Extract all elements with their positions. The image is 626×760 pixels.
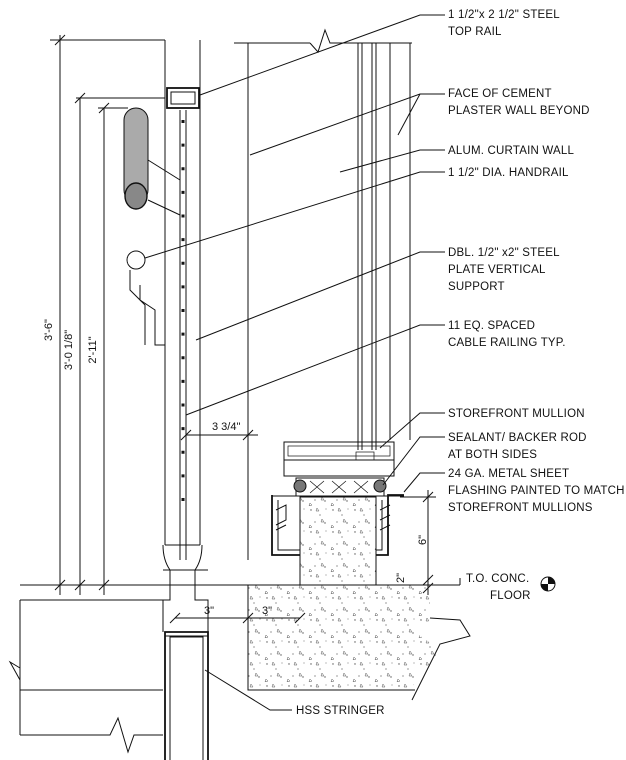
cable-dot <box>181 427 185 431</box>
concrete-curb <box>299 496 377 585</box>
cable-dot <box>181 285 185 289</box>
dim-height-3: 2'-11" <box>87 336 99 363</box>
leader-lines <box>144 14 461 711</box>
railing-post <box>162 40 209 632</box>
cable-dot <box>181 403 185 407</box>
label-cement-wall: FACE OF CEMENT PLASTER WALL BEYOND <box>448 88 590 117</box>
label-top-rail: 1 1/2"x 2 1/2" STEEL TOP RAIL <box>448 9 563 38</box>
label-vertical-support: DBL. 1/2" x2" STEEL PLATE VERTICAL SUPPO… <box>448 247 563 293</box>
stringer-break-lines <box>8 660 163 754</box>
label-floor: T.O. CONC. FLOOR <box>466 573 533 602</box>
hss-stringer <box>164 631 209 760</box>
curtain-wall <box>357 43 377 450</box>
dim-overall-height: 3'-6" <box>43 319 55 341</box>
handrail-assembly <box>123 107 181 346</box>
cable-dot <box>181 167 185 171</box>
label-sealant: SEALANT/ BACKER ROD AT BOTH SIDES <box>448 432 590 461</box>
cable-dot <box>181 356 185 360</box>
cable-dot <box>181 309 185 312</box>
label-cable-railing: 11 EQ. SPACED CABLE RAILING TYP. <box>448 320 566 349</box>
cable-dot <box>181 498 185 501</box>
cable-dot <box>181 214 185 218</box>
label-curtain-wall: ALUM. CURTAIN WALL <box>448 145 574 157</box>
cable-dot <box>181 238 185 242</box>
cable-dot <box>181 474 185 478</box>
slab-break-line <box>411 617 471 701</box>
dim-step: 2" <box>395 573 407 583</box>
vertical-dimensions <box>50 34 165 595</box>
cable-dot <box>181 332 185 336</box>
metal-flashing <box>271 494 404 556</box>
offset-dimension <box>180 429 258 441</box>
floor-elevation-marker-icon <box>540 576 556 592</box>
top-rail <box>166 87 200 109</box>
cement-plaster-wall <box>234 28 412 560</box>
cable-dot <box>181 190 185 194</box>
dim-gap-a: 3" <box>204 605 214 617</box>
dim-height-2: 3'-0 1/8" <box>63 330 75 370</box>
bottom-dimensions <box>169 612 306 624</box>
dim-curb-height: 6" <box>417 535 429 545</box>
label-storefront-mullion: STOREFRONT MULLION <box>448 408 585 420</box>
storefront-sill <box>283 441 395 497</box>
curb-dimensions <box>400 490 436 595</box>
label-handrail: 1 1/2" DIA. HANDRAIL <box>448 167 569 179</box>
dim-offset: 3 3/4" <box>212 421 240 433</box>
cable-dot <box>181 379 185 383</box>
cable-dot <box>181 261 185 265</box>
cable-dot <box>181 450 185 454</box>
cable-railing-dots <box>181 120 185 501</box>
cable-dot <box>181 120 185 123</box>
concrete-slab <box>247 585 415 691</box>
label-hss-stringer: HSS STRINGER <box>296 705 385 717</box>
dim-gap-b: 3" <box>262 605 272 617</box>
label-flashing: 24 GA. METAL SHEET FLASHING PAINTED TO M… <box>448 468 626 514</box>
cable-dot <box>181 143 185 147</box>
concrete-fill <box>248 497 440 690</box>
